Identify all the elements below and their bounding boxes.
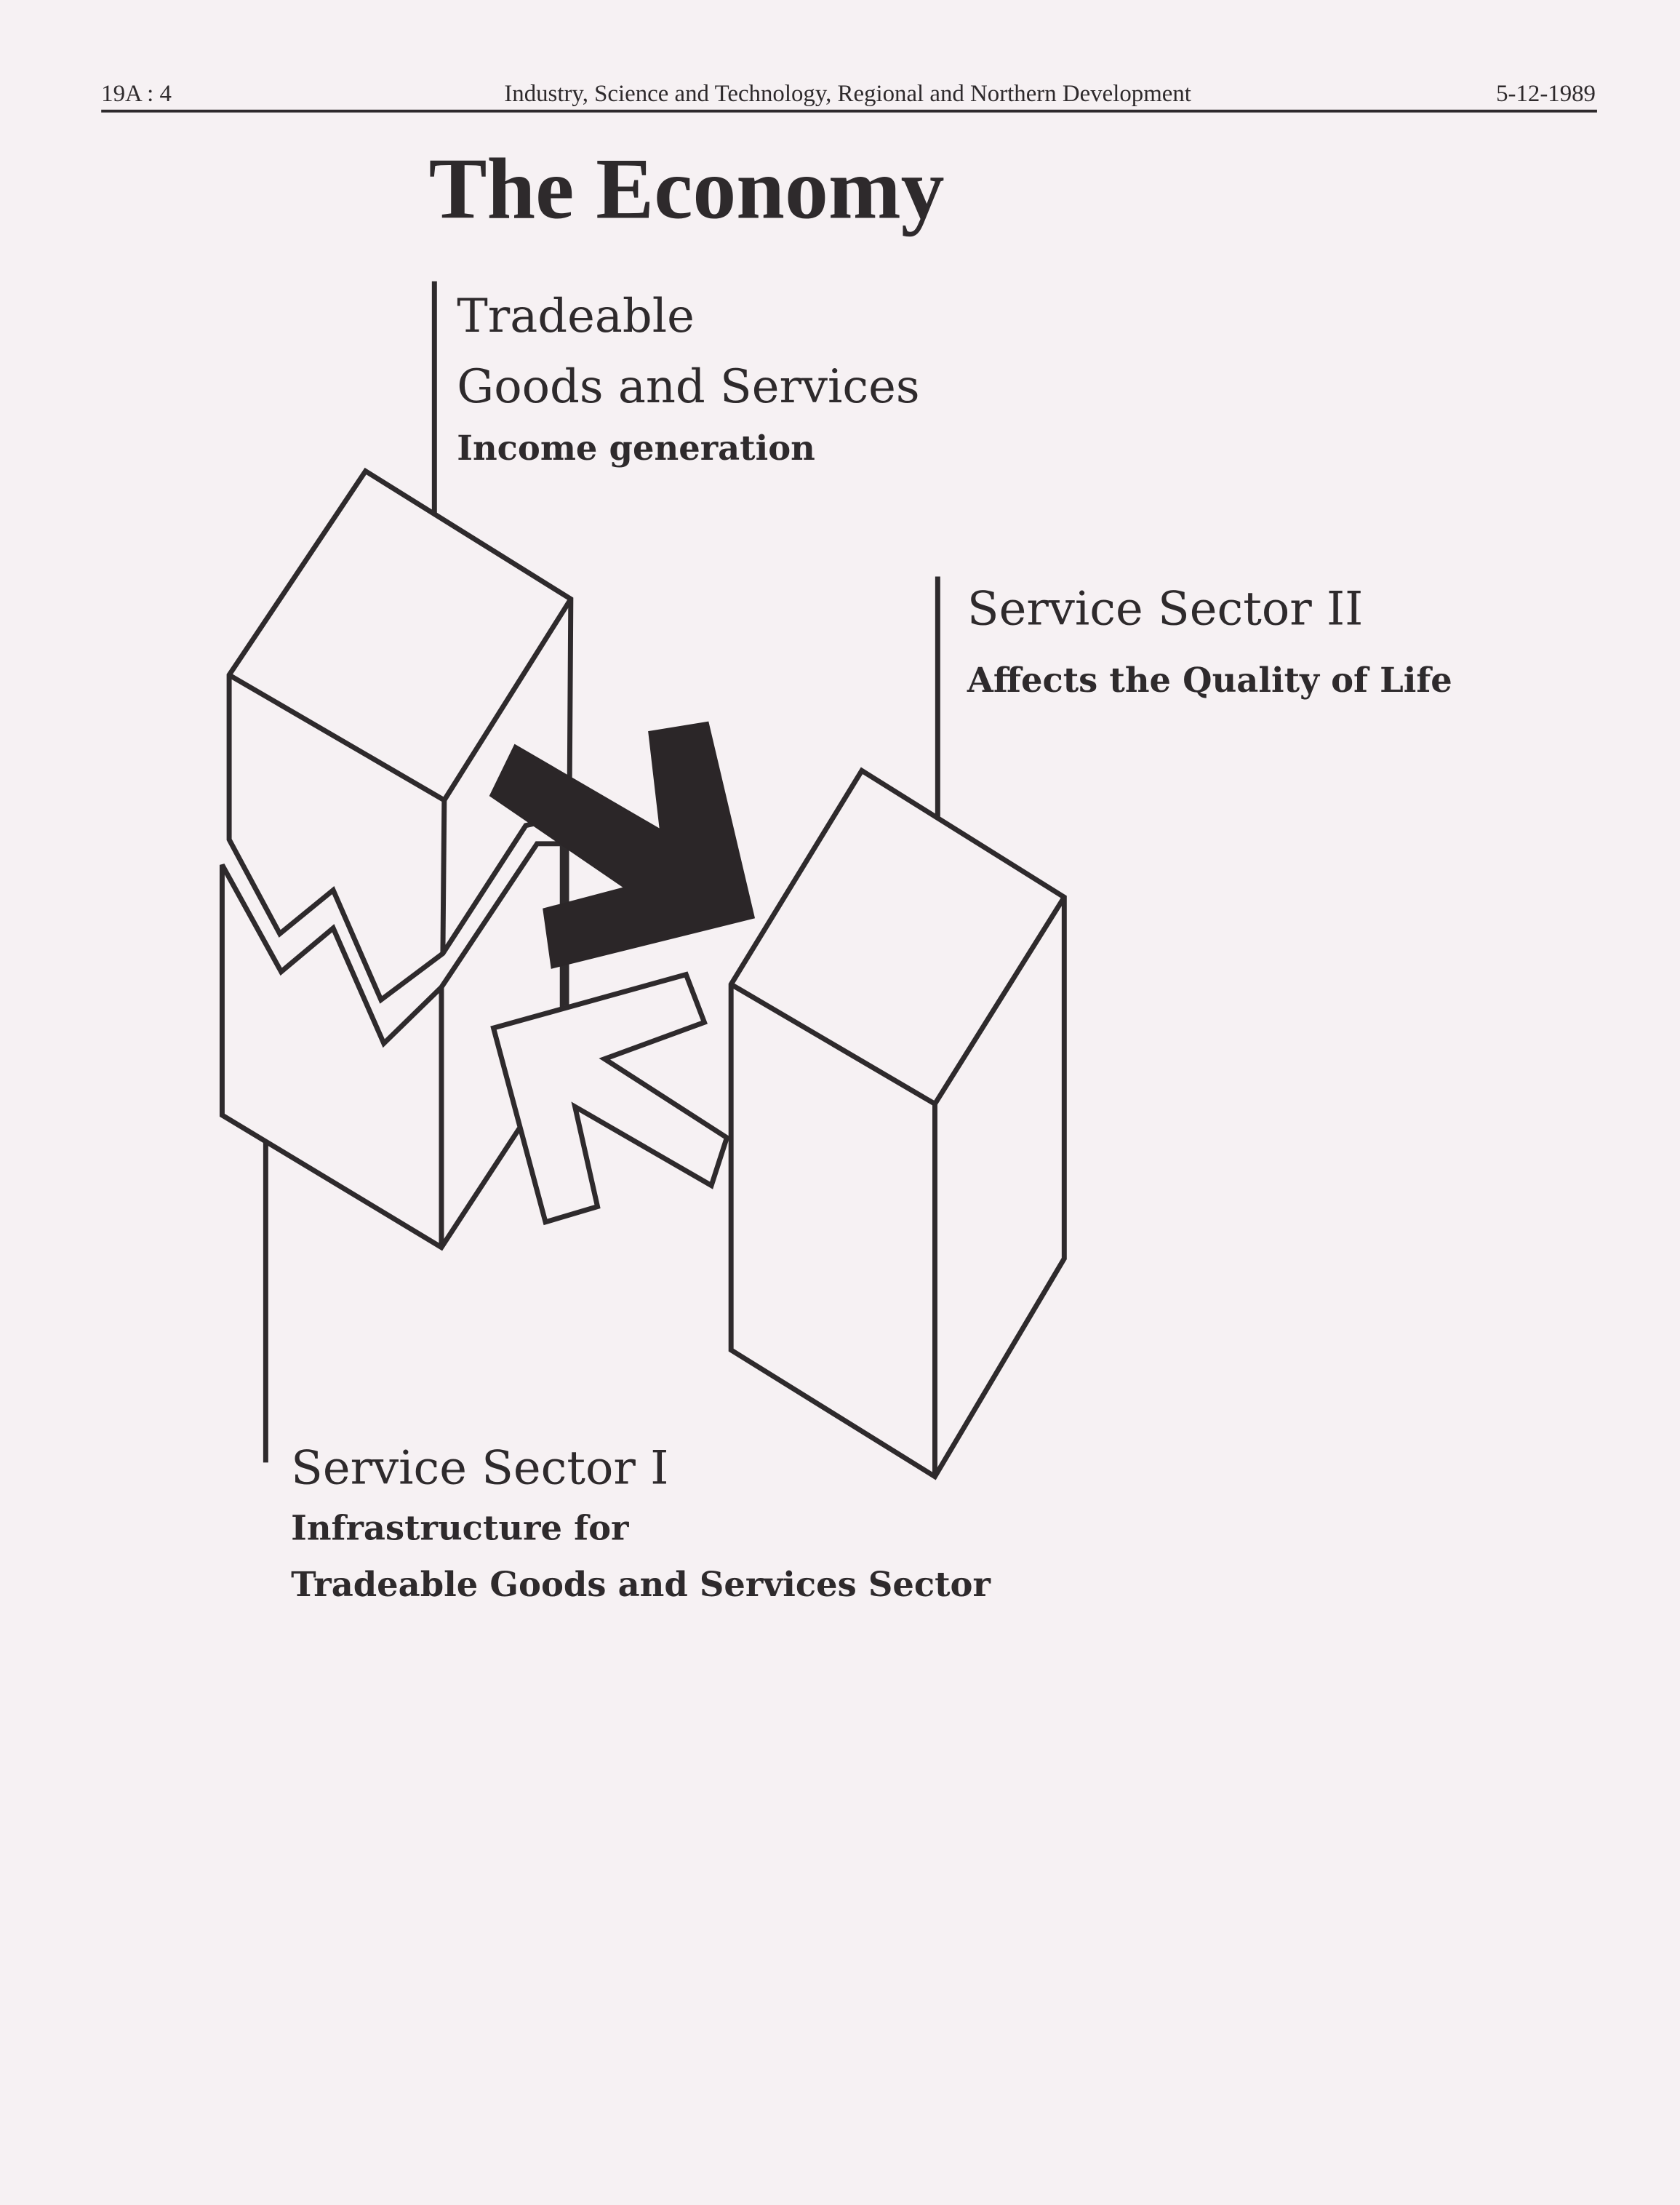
tradeable-label-line2: Goods and Services bbox=[457, 360, 919, 414]
sector2-label: Service Sector II bbox=[967, 582, 1363, 636]
white-arrow-icon bbox=[490, 971, 730, 1226]
tradeable-subtitle: Income generation bbox=[457, 428, 815, 468]
page-title: The Economy bbox=[429, 140, 945, 237]
sector2-subtitle: Affects the Quality of Life bbox=[967, 660, 1452, 700]
tradeable-label-line1: Tradeable bbox=[457, 290, 695, 343]
sector1-label: Service Sector I bbox=[291, 1441, 668, 1495]
sector1-subtitle-line2: Tradeable Goods and Services Sector bbox=[291, 1564, 991, 1604]
committee-name: Industry, Science and Technology, Region… bbox=[504, 81, 1191, 107]
black-arrow-icon bbox=[489, 721, 756, 969]
sector1-subtitle-line1: Infrastructure for bbox=[291, 1508, 629, 1548]
service-sector-2-block bbox=[728, 767, 1067, 1480]
service-sector-1-block bbox=[219, 841, 565, 1251]
header-date: 5-12-1989 bbox=[1496, 81, 1596, 107]
page-number: 19A : 4 bbox=[101, 81, 172, 107]
